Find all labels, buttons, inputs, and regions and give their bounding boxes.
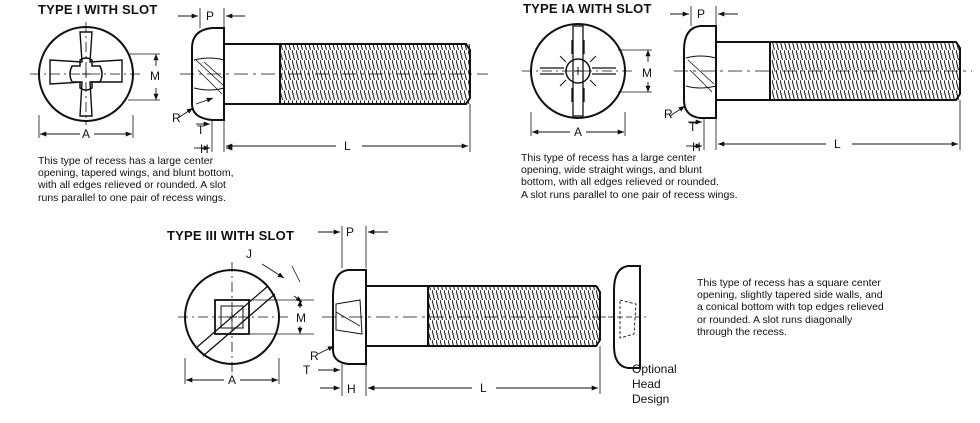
type-i-dim-A	[38, 115, 134, 138]
type-iii-side-view	[322, 269, 612, 365]
dim-label-L: L	[834, 137, 841, 151]
optional-line: Design	[632, 392, 670, 406]
dim-label-J: J	[246, 247, 252, 261]
type-i-dim-P	[178, 8, 245, 28]
dim-label-M: M	[150, 69, 160, 83]
type-i-dim-M	[128, 53, 160, 101]
type-i-side-view	[180, 27, 488, 121]
dim-label-T: T	[303, 363, 311, 377]
optional-line: Head	[632, 377, 661, 391]
type-ia-dim-P	[670, 6, 738, 26]
type-iii-dim-J	[261, 263, 303, 303]
dim-label-A: A	[82, 127, 90, 141]
type-iii-dim-P	[318, 226, 388, 268]
dim-label-H: H	[692, 140, 701, 154]
type-ia-description: This type of recess has a large center o…	[521, 152, 738, 201]
description-line: or rounded. A slot runs diagonally	[697, 313, 853, 326]
dim-label-L: L	[480, 381, 487, 395]
type-i-dim-R-T-H	[177, 97, 233, 152]
type-ia-dim-R-T-H	[669, 100, 717, 150]
dim-label-P: P	[206, 9, 214, 23]
optional-head-design	[608, 265, 646, 369]
description-line: opening, tapered wings, and blunt bottom…	[38, 167, 234, 180]
description-line: runs parallel to one pair of recess wing…	[38, 191, 226, 204]
type-i-dim-L	[226, 104, 471, 152]
type-i-title: TYPE I WITH SLOT	[38, 2, 158, 17]
description-line: This type of recess has a large center	[521, 152, 697, 164]
description-line: with all edges relieved or rounded. A sl…	[38, 179, 226, 192]
dim-label-P: P	[697, 7, 705, 21]
description-line: A slot runs parallel to one pair of rece…	[521, 188, 738, 201]
dim-label-M: M	[642, 66, 652, 80]
optional-head-label: Optional Head Design	[632, 362, 677, 407]
type-iii-title: TYPE III WITH SLOT	[167, 228, 295, 243]
dim-label-R: R	[172, 111, 181, 125]
type-ia-top-view	[522, 23, 634, 119]
type-i-top-view	[30, 22, 140, 125]
dim-label-T: T	[689, 120, 697, 134]
dim-label-P: P	[346, 225, 354, 239]
dim-label-M: M	[296, 311, 306, 325]
type-iii-top-view	[178, 262, 292, 372]
type-ia-dim-A	[530, 112, 626, 136]
dimension-letters: P M A R T H L P M A R T H L J P M A R T …	[82, 7, 841, 396]
type-iii-dim-R-T-H	[317, 345, 378, 396]
type-ia-dim-L	[718, 100, 961, 150]
description-line: opening, wide straight wings, and blunt	[521, 164, 702, 177]
dim-label-H: H	[200, 142, 209, 156]
description-line: a conical bottom with top edges relieved	[697, 301, 884, 314]
description-line: This type of recess has a large center	[38, 155, 214, 167]
optional-line: Optional	[632, 362, 677, 376]
type-iii-description: This type of recess has a square center …	[697, 277, 884, 338]
type-iii-dim-L	[368, 346, 601, 394]
type-iii-dim-A	[184, 358, 280, 384]
type-ia-title: TYPE IA WITH SLOT	[523, 1, 652, 16]
dim-label-L: L	[344, 139, 351, 153]
description-line: opening, slightly tapered side walls, an…	[697, 289, 883, 302]
dim-label-T: T	[197, 123, 205, 137]
dim-label-R: R	[310, 349, 319, 363]
dim-label-R: R	[664, 107, 673, 121]
type-ia-side-view	[674, 25, 972, 119]
type-i-description: This type of recess has a large center o…	[38, 155, 234, 204]
dim-label-H: H	[347, 382, 356, 396]
description-line: bottom, with all edges relieved or round…	[521, 176, 719, 189]
type-ia-dim-M	[618, 49, 652, 93]
description-line: through the recess.	[697, 325, 787, 338]
dim-label-A: A	[228, 373, 236, 387]
type-iii-dim-M	[250, 299, 314, 335]
dim-label-A: A	[574, 125, 582, 139]
description-line: This type of recess has a square center	[697, 277, 881, 289]
